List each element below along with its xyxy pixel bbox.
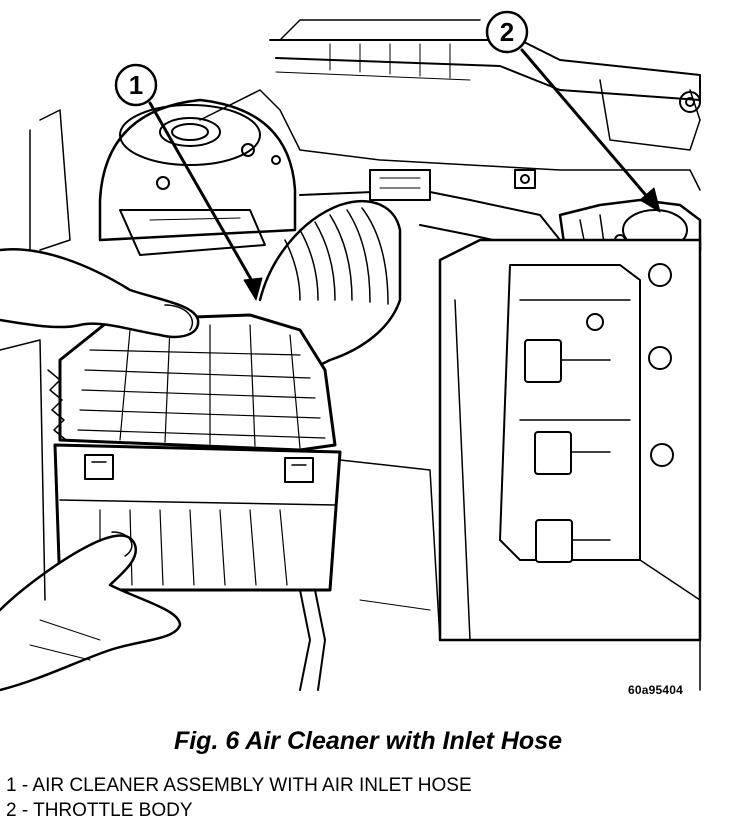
callout-legend: 1 - AIR CLEANER ASSEMBLY WITH AIR INLET … [6,773,472,823]
figure-caption: Fig. 6 Air Cleaner with Inlet Hose [173,727,563,755]
strut-tower [29,98,297,261]
legend-item: 1 - AIR CLEANER ASSEMBLY WITH AIR INLET … [6,775,472,796]
engine-bay-details [0,339,441,641]
callout-1-arrowhead [243,277,263,301]
callout-2-leader [520,48,652,202]
callout-1-leader [148,101,258,290]
legend-item: 2 - THROTTLE BODY [6,800,193,821]
intake-manifold [438,238,702,691]
callout-2-number: 2 [500,17,514,47]
callout-1-number: 1 [129,70,143,100]
bracket-left [119,209,266,256]
callout-2-arrowhead [639,187,661,213]
engine-illustration: 1 2 [0,10,702,692]
figure-reference-code: 60a95404 [628,683,683,697]
callout-1: 1 [114,63,263,301]
cowl-panel [199,19,701,191]
callout-2: 2 [485,10,661,213]
